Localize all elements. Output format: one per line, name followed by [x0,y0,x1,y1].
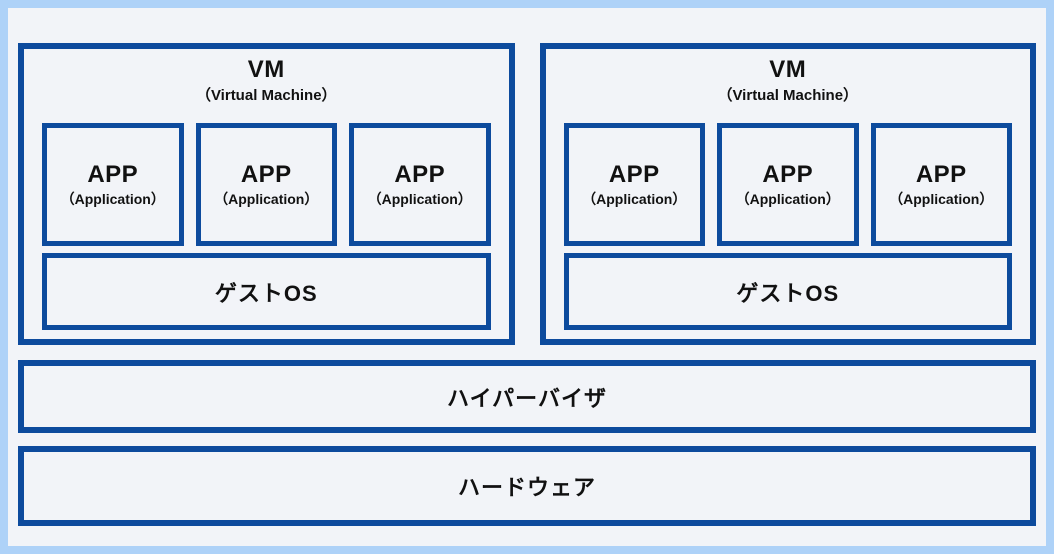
app-subtitle: （Application） [214,190,319,207]
app-title: APP [915,160,967,188]
vm-subtitle: （Virtual Machine） [195,87,337,104]
app-row: APP （Application） APP （Application） APP … [563,123,1012,246]
diagram-panel: VM （Virtual Machine） APP （Application） A… [8,8,1046,546]
app-subtitle: （Application） [582,190,687,207]
guest-os-box: ゲストOS [42,253,491,330]
vm-box-1: VM （Virtual Machine） APP （Application） A… [18,43,515,345]
app-row: APP （Application） APP （Application） APP … [42,123,491,246]
vm-title: VM [769,56,807,83]
vm-subtitle: （Virtual Machine） [717,87,859,104]
vm-header: VM （Virtual Machine） [564,55,1013,106]
vm-row: VM （Virtual Machine） APP （Application） A… [18,43,1036,345]
vm-title: VM [247,56,285,83]
app-subtitle: （Application） [735,190,840,207]
app-box: APP （Application） [349,123,491,246]
app-box: APP （Application） [195,123,337,246]
app-box: APP （Application） [870,123,1012,246]
vm-box-2: VM （Virtual Machine） APP （Application） A… [539,43,1036,345]
app-subtitle: （Application） [60,190,165,207]
app-box: APP （Application） [563,123,705,246]
hardware-label: ハードウェア [457,475,596,500]
app-title: APP [608,160,660,188]
app-title: APP [87,160,139,188]
app-box: APP （Application） [717,123,859,246]
vm-header: VM （Virtual Machine） [42,55,491,106]
hypervisor-label: ハイパーバイザ [447,385,607,411]
app-subtitle: （Application） [367,190,472,207]
app-title: APP [762,160,814,188]
app-box: APP （Application） [42,123,184,246]
app-title: APP [394,160,446,188]
guest-os-label: ゲストOS [214,280,318,306]
guest-os-box: ゲストOS [563,253,1012,330]
app-subtitle: （Application） [889,190,994,207]
hardware-bar: ハードウェア [18,446,1036,526]
hypervisor-bar: ハイパーバイザ [18,360,1036,433]
app-title: APP [240,160,292,188]
guest-os-label: ゲストOS [736,280,840,306]
